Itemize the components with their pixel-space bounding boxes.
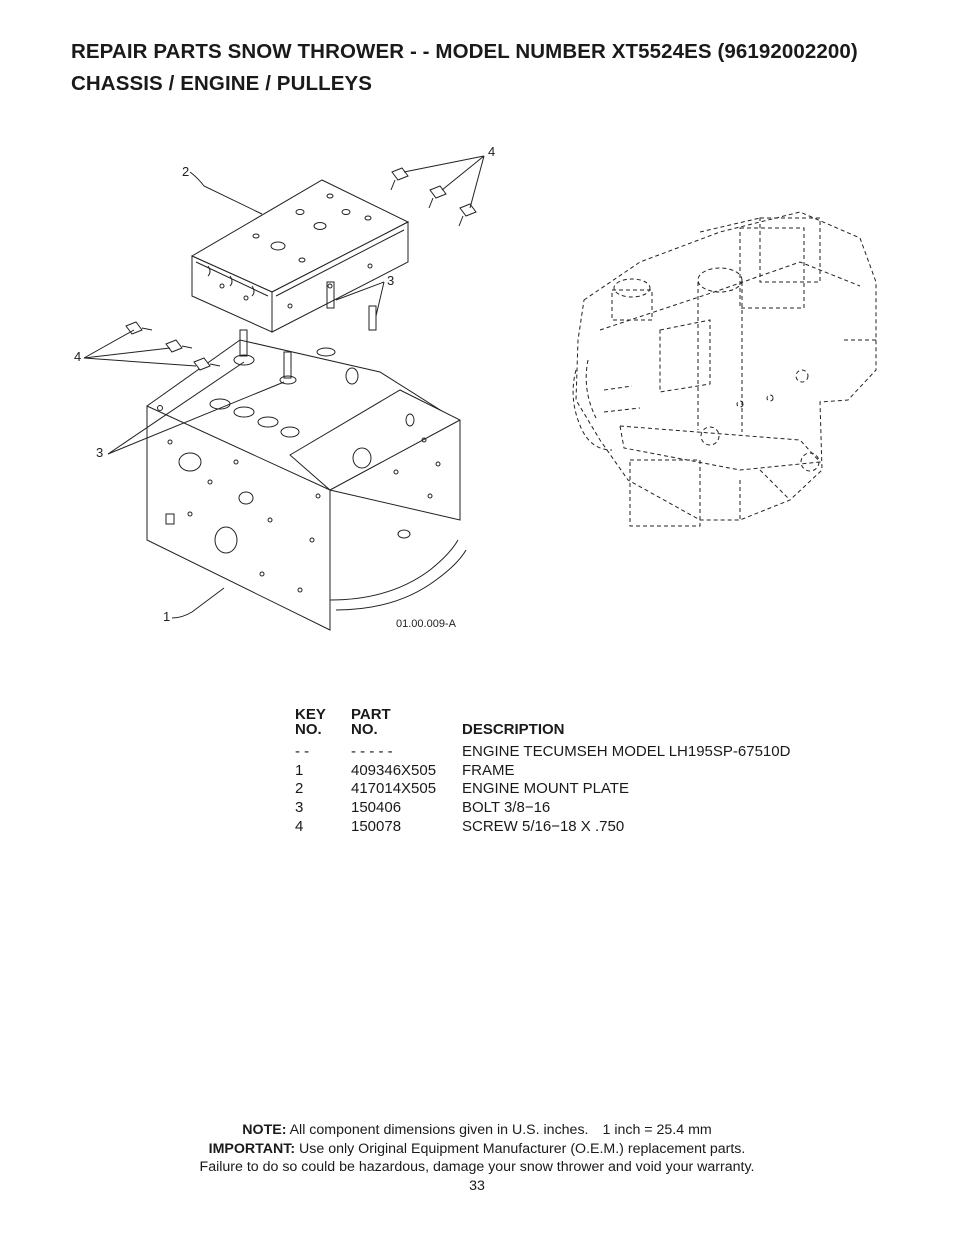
- table-row: 3 150406 BOLT 3/8−16: [295, 799, 790, 818]
- part-cell: 409346X505: [351, 761, 437, 779]
- callout-leaders: [83, 155, 485, 619]
- warning-line: Failure to do so could be hazardous, dam…: [199, 1159, 755, 1175]
- page-title: REPAIR PARTS SNOW THROWER - - MODEL NUMB…: [71, 40, 858, 63]
- key-header-line2: NO.: [295, 721, 322, 738]
- part-cell: 417014X505: [351, 780, 437, 798]
- part-cell: 150078: [351, 817, 402, 835]
- table-row: 1 409346X505 FRAME: [295, 762, 790, 781]
- engine-drawing: [572, 211, 877, 527]
- engine-mount-plate-drawing: [190, 179, 410, 333]
- callout-4-top: 4: [488, 144, 495, 159]
- key-cell: 2: [295, 780, 304, 798]
- key-cell: - -: [295, 743, 310, 760]
- callout-3-left: 3: [96, 445, 103, 460]
- key-no-header: KEY NO.: [295, 707, 351, 737]
- callout-2: 2: [182, 164, 189, 179]
- parts-table: KEY NO. PART NO. DESCRIPTION - - - - - -…: [295, 707, 790, 837]
- table-row: 4 150078 SCREW 5/16−18 X .750: [295, 818, 790, 837]
- description-cell: SCREW 5/16−18 X .750: [462, 817, 625, 835]
- description-header: DESCRIPTION: [462, 721, 565, 738]
- table-row: - - - - - - - ENGINE TECUMSEH MODEL LH19…: [295, 743, 790, 762]
- callout-3-top: 3: [387, 273, 394, 288]
- description-cell: ENGINE MOUNT PLATE: [462, 780, 629, 798]
- part-header-line1: PART: [351, 706, 391, 723]
- key-cell: 4: [295, 817, 304, 835]
- note-label: NOTE:: [242, 1122, 287, 1138]
- key-header-line1: KEY: [295, 706, 326, 723]
- description-cell: ENGINE TECUMSEH MODEL LH195SP-67510D: [462, 743, 791, 760]
- table-row: 2 417014X505 ENGINE MOUNT PLATE: [295, 780, 790, 799]
- key-cell: 1: [295, 761, 304, 779]
- part-cell: 150406: [351, 799, 402, 817]
- important-label: IMPORTANT:: [208, 1140, 296, 1157]
- part-no-header: PART NO.: [351, 707, 462, 737]
- screw-drawings: [125, 167, 477, 371]
- figure-reference: 01.00.009-A: [396, 618, 457, 630]
- callout-4-left: 4: [74, 349, 81, 364]
- important-line: IMPORTANT: Use only Original Equipment M…: [0, 1140, 954, 1159]
- description-cell: FRAME: [462, 761, 515, 779]
- frame-drawing: [146, 339, 467, 631]
- key-cell: 3: [295, 799, 304, 817]
- footer-notes: NOTE: All component dimensions given in …: [0, 1121, 954, 1195]
- note-line: NOTE: All component dimensions given in …: [0, 1121, 954, 1140]
- note-conversion: 1 inch = 25.4 mm: [602, 1122, 712, 1138]
- bolt-drawings: [233, 281, 377, 385]
- part-header-line2: NO.: [351, 721, 378, 738]
- exploded-parts-diagram: 4 2 3 4 3 1 01.00.009-A: [74, 144, 877, 631]
- part-cell: - - - - -: [351, 743, 393, 760]
- note-text: All component dimensions given in U.S. i…: [289, 1122, 589, 1138]
- section-title: CHASSIS / ENGINE / PULLEYS: [71, 72, 373, 95]
- description-cell: BOLT 3/8−16: [462, 799, 551, 817]
- parts-table-header: KEY NO. PART NO. DESCRIPTION: [295, 707, 790, 737]
- callout-1: 1: [163, 609, 170, 624]
- page-number: 33: [469, 1177, 485, 1194]
- important-text: Use only Original Equipment Manufacturer…: [299, 1140, 746, 1157]
